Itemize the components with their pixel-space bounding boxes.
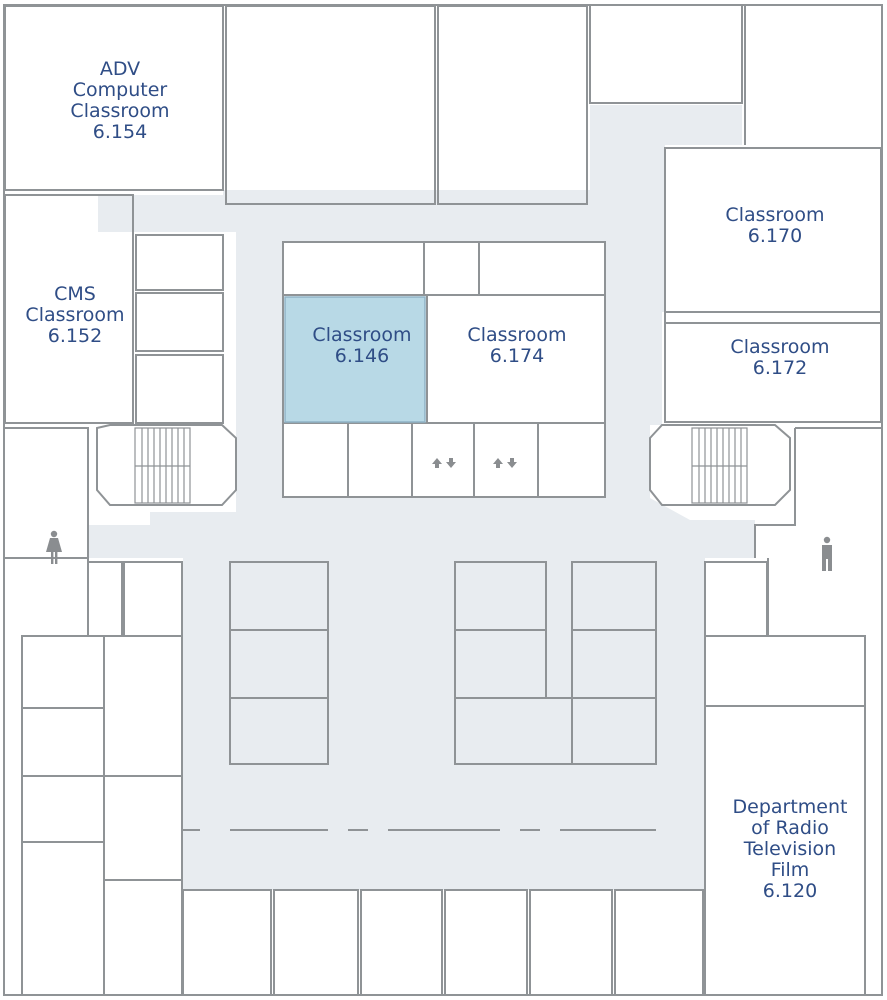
- room-6152-line1: CMS: [54, 283, 96, 305]
- room-6174-line1: Classroom: [467, 324, 567, 346]
- stairs-icon: [134, 427, 191, 504]
- room-6120-number: 6.120: [762, 880, 818, 902]
- room-6170-outline: [664, 147, 882, 324]
- room-6172-line1: Classroom: [730, 336, 830, 358]
- room-6146-number: 6.146: [334, 345, 390, 367]
- room-6174-number: 6.174: [489, 345, 545, 367]
- room-6154-number: 6.154: [92, 121, 148, 143]
- room-6120-label: Department of Radio Television Film 6.12…: [715, 797, 865, 902]
- room-6120-outline: [704, 705, 866, 996]
- room-6120-line1: Department: [732, 796, 848, 818]
- room-6152-outline: [4, 194, 134, 424]
- room-6154-line1: ADV: [99, 58, 141, 80]
- room-6172-outline: [664, 311, 882, 423]
- room-6120-line4: Film: [770, 859, 810, 881]
- room-6146-line1: Classroom: [312, 324, 412, 346]
- room-6152-number: 6.152: [47, 325, 103, 347]
- room-6154-outline: [4, 5, 224, 191]
- room-6174-label: Classroom 6.174: [447, 325, 587, 367]
- room-6146-label: Classroom 6.146: [292, 325, 432, 367]
- room-6172-label: Classroom 6.172: [710, 337, 850, 379]
- room-6154-label: ADV Computer Classroom 6.154: [60, 59, 180, 143]
- room-6120-line3: Television: [743, 838, 837, 860]
- corridors: [88, 105, 755, 890]
- room-6170-number: 6.170: [747, 225, 803, 247]
- elevator-icon: [432, 458, 456, 468]
- room-6170-label: Classroom 6.170: [705, 205, 845, 247]
- room-6120-line2: of Radio: [751, 817, 829, 839]
- room-6152-label: CMS Classroom 6.152: [15, 284, 135, 347]
- room-6146-highlight[interactable]: [284, 296, 426, 423]
- walls: [3, 4, 883, 996]
- stairs-icon: [691, 427, 748, 504]
- womens-restroom-icon: [46, 530, 62, 564]
- room-6154-line3: Classroom: [70, 100, 170, 122]
- room-6154-line2: Computer: [72, 79, 168, 101]
- room-6170-line1: Classroom: [725, 204, 825, 226]
- room-6152-line2: Classroom: [25, 304, 125, 326]
- mens-restroom-icon: [822, 536, 832, 571]
- elevator-icon: [493, 458, 517, 468]
- room-6172-number: 6.172: [752, 357, 808, 379]
